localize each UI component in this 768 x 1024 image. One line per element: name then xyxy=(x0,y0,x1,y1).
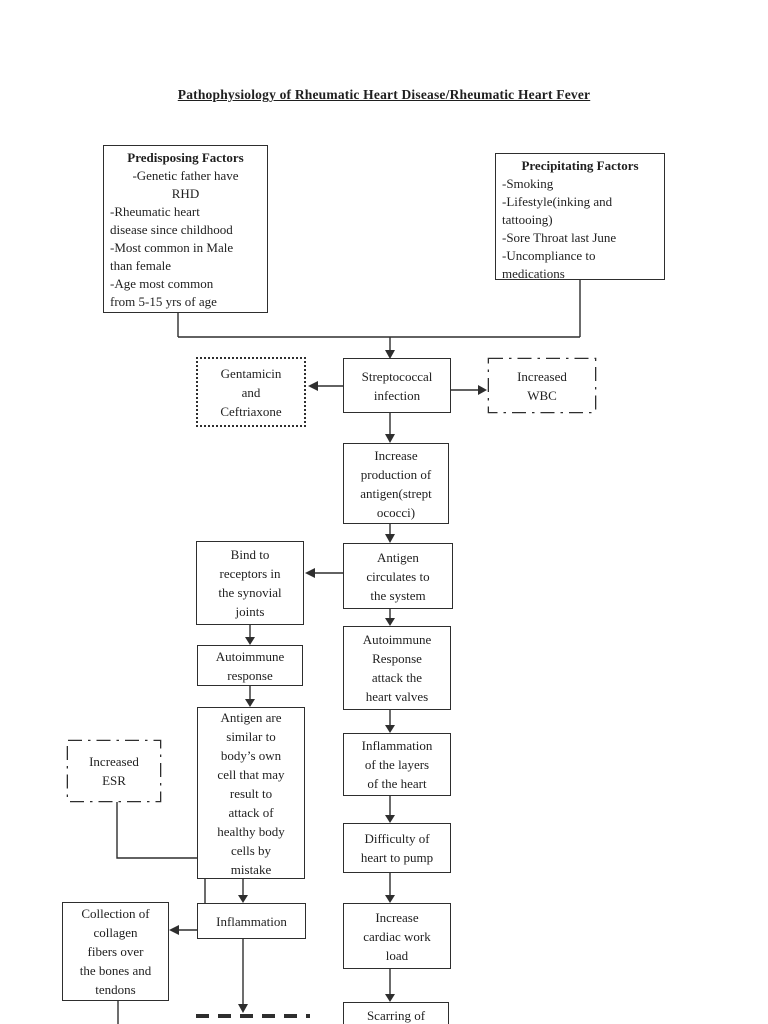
arrow-workload-to-scarring xyxy=(385,969,395,1002)
arrow-inflammation-to-collection xyxy=(169,925,197,935)
arrow-circulates-to-attack xyxy=(385,609,395,626)
arrow-similar-to-inflammation xyxy=(238,879,248,903)
box-scarring: Scarring of xyxy=(343,1002,449,1024)
arrow-attack-to-inflammation-layers xyxy=(385,710,395,733)
arrow-inflammation-to-dashed-box xyxy=(238,939,248,1013)
increased-esr-border xyxy=(66,739,162,803)
connector-factors-join xyxy=(177,280,581,338)
page-title: Pathophysiology of Rheumatic Heart Disea… xyxy=(177,87,591,102)
arrow-strep-to-production xyxy=(385,413,395,443)
arrow-bind-to-autoimmune-response xyxy=(245,625,255,645)
arrow-layers-to-difficulty xyxy=(385,796,395,823)
arrow-difficulty-to-workload xyxy=(385,873,395,903)
connector-esr-to-inflammation xyxy=(116,802,206,903)
box-inflammation: Inflammation xyxy=(197,903,306,939)
arrow-autoimmune-response-to-similar xyxy=(245,686,255,707)
arrow-circulates-to-bind xyxy=(305,568,343,578)
arrow-production-to-circulates xyxy=(385,524,395,543)
arrow-factors-to-strep xyxy=(385,337,395,359)
box-predisposing-factors: Predisposing Factors-Genetic father have… xyxy=(103,145,268,313)
box-precipitating-factors: Precipitating Factors-Smoking-Lifestyle(… xyxy=(495,153,665,281)
arrow-strep-to-wbc xyxy=(451,385,487,395)
arrow-strep-to-gentamicin xyxy=(308,381,343,391)
